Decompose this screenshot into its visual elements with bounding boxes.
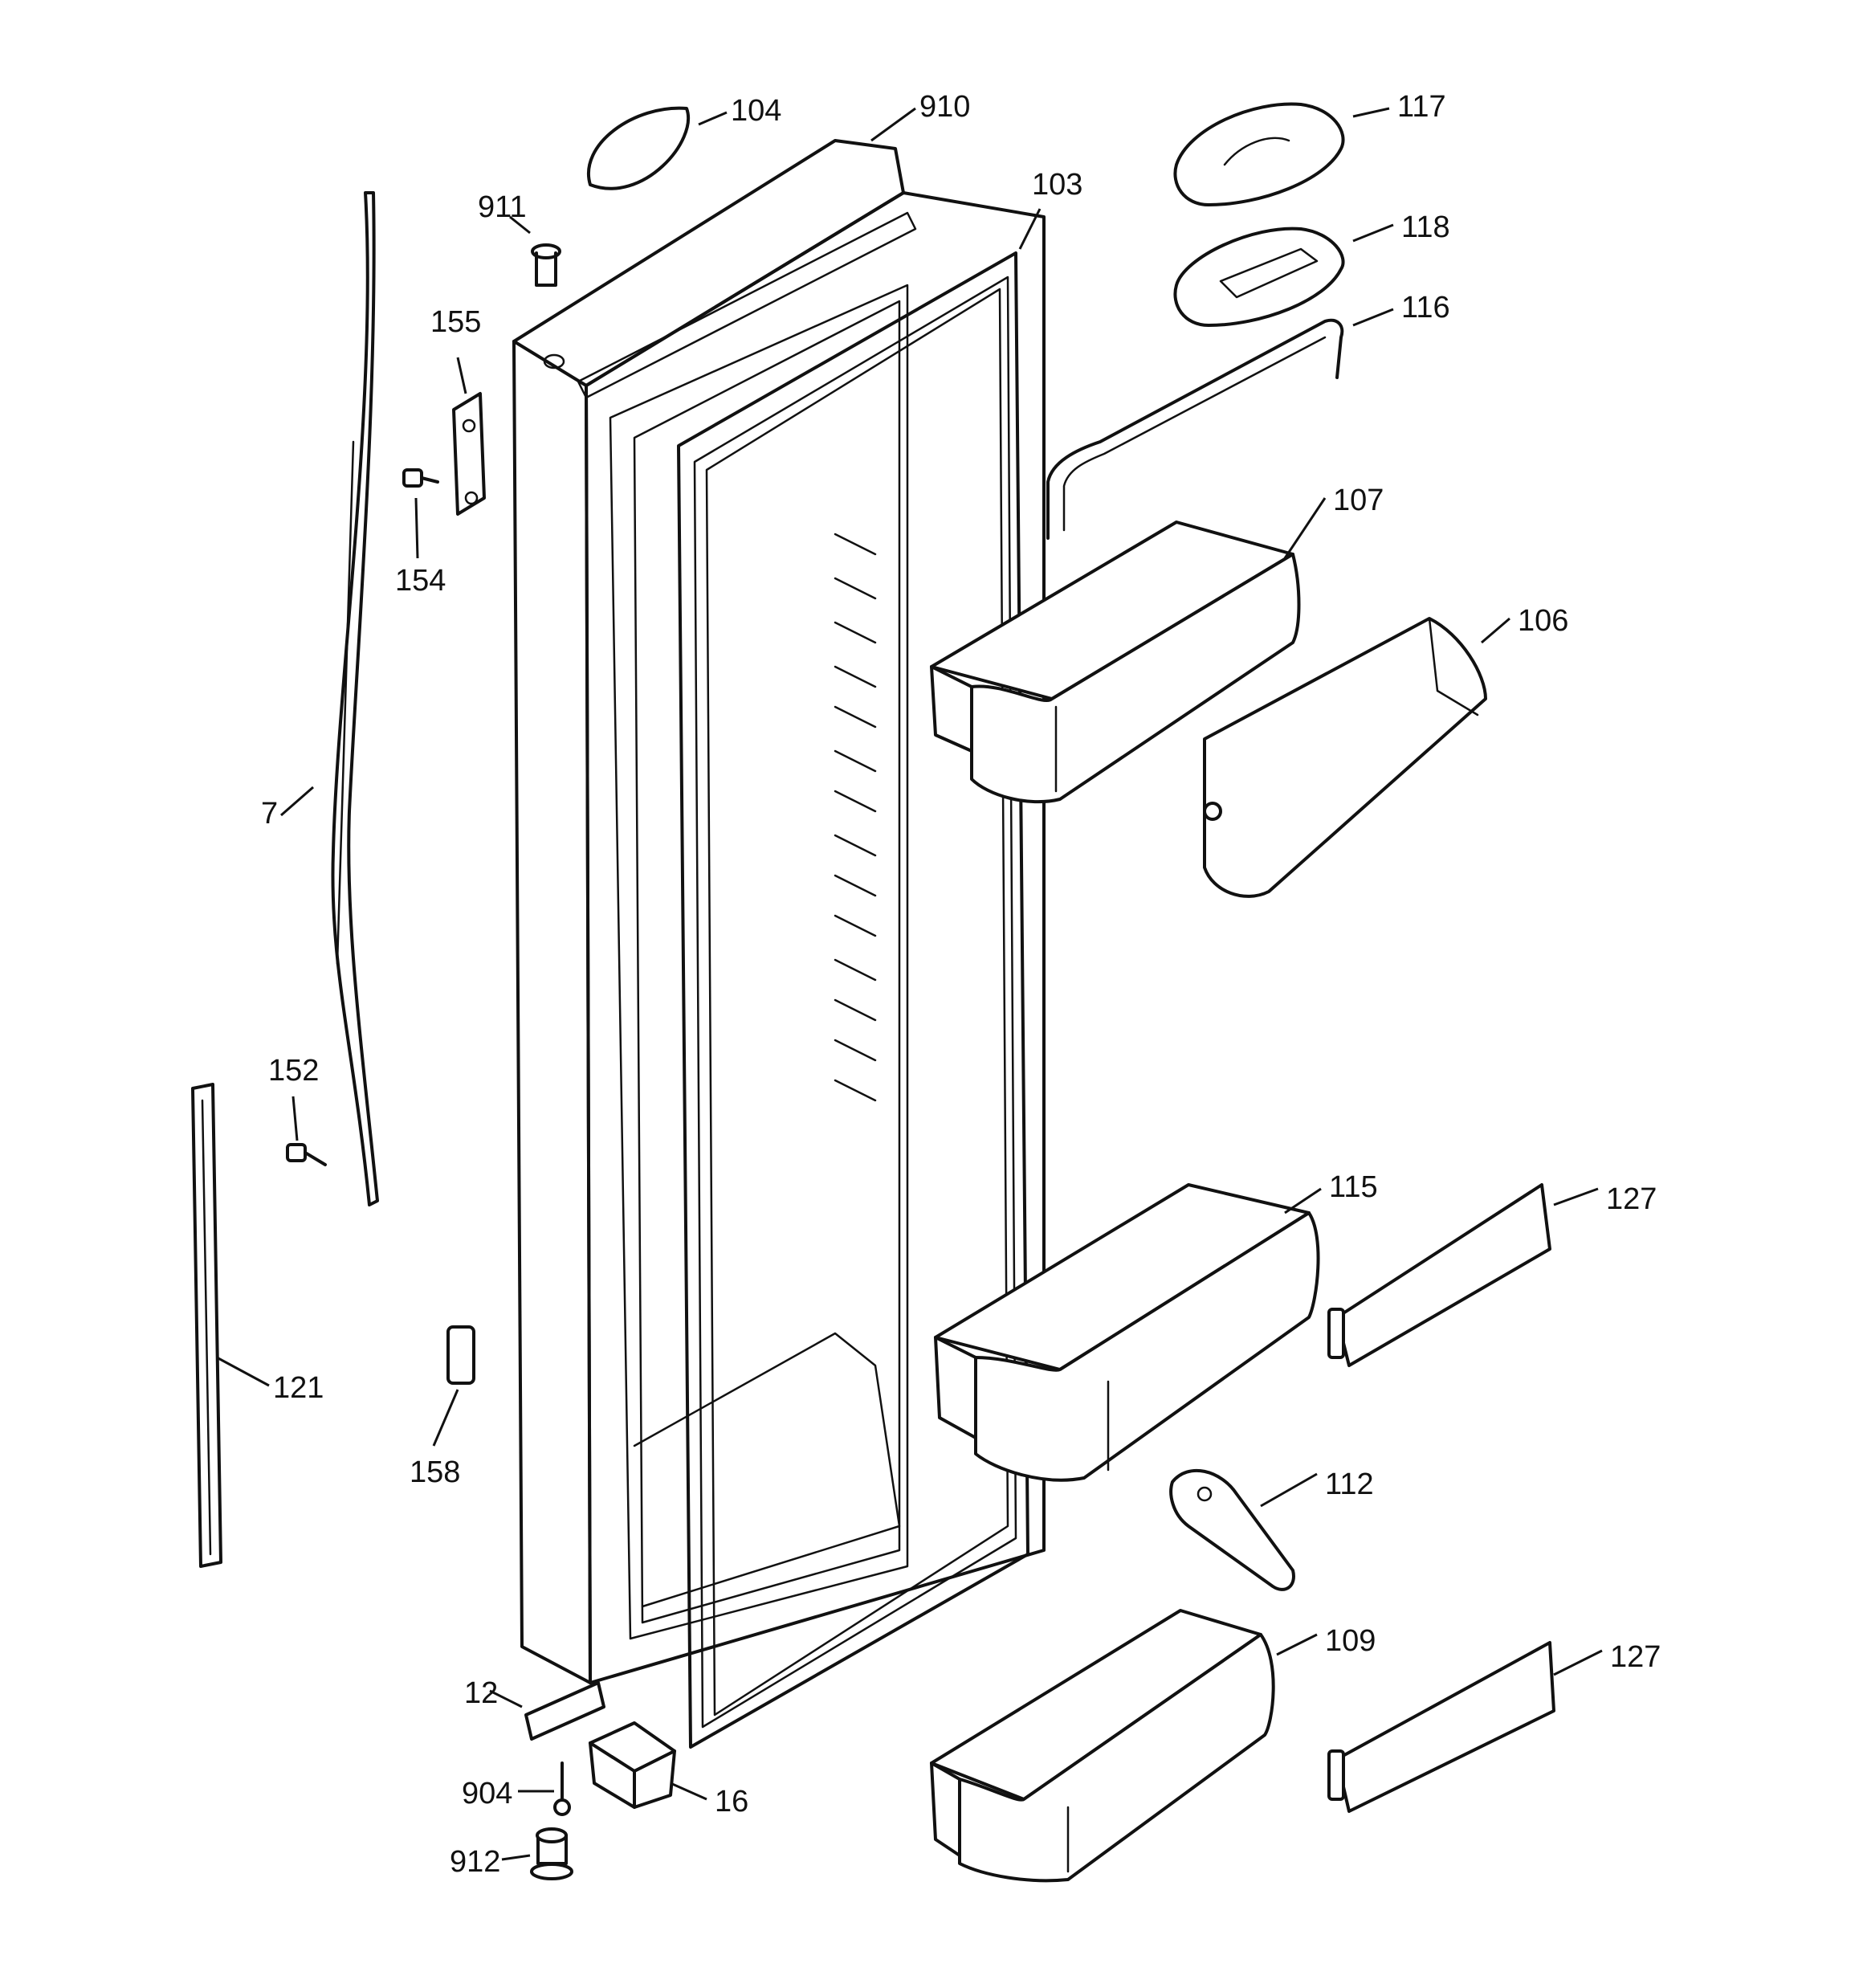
- dairy-cover: [1173, 102, 1345, 206]
- dairy-bin: [1173, 227, 1345, 327]
- upper-shelf: [930, 520, 1301, 804]
- label-912: 912: [450, 1845, 500, 1879]
- label-7: 7: [261, 797, 278, 831]
- label-12: 12: [464, 1676, 498, 1710]
- label-155: 155: [430, 305, 481, 339]
- upper-hinge-plate: [452, 392, 486, 516]
- label-103: 103: [1032, 168, 1082, 202]
- handle-screw: [286, 1143, 327, 1166]
- label-115: 115: [1329, 1170, 1378, 1204]
- door-gasket: [677, 251, 1029, 1749]
- label-112: 112: [1325, 1468, 1374, 1501]
- label-904: 904: [462, 1777, 512, 1810]
- leader-lines: [216, 107, 1603, 1861]
- label-127-upper: 127: [1606, 1182, 1657, 1216]
- door-stop: [446, 1325, 475, 1385]
- middle-bin: [934, 1183, 1320, 1482]
- lower-hinge-block: [589, 1721, 676, 1809]
- label-121: 121: [273, 1371, 324, 1405]
- lower-bracket: [524, 1681, 605, 1741]
- label-910: 910: [919, 90, 970, 124]
- label-16: 16: [715, 1785, 748, 1819]
- upper-shelf-front: [1203, 617, 1487, 898]
- dairy-rail: [1046, 318, 1344, 540]
- lower-bin-front: [1327, 1641, 1555, 1813]
- upper-bushing: [531, 243, 561, 287]
- shelf-clips: [834, 533, 877, 1102]
- label-106: 106: [1518, 604, 1568, 638]
- label-117: 117: [1397, 90, 1446, 124]
- label-116: 116: [1401, 291, 1450, 325]
- label-107: 107: [1333, 484, 1384, 517]
- label-911: 911: [478, 190, 527, 224]
- label-127-lower: 127: [1610, 1640, 1661, 1674]
- lower-bushing: [530, 1827, 573, 1880]
- door-top-cap: [587, 106, 690, 190]
- label-109: 109: [1325, 1624, 1376, 1658]
- handle-trim: [191, 1083, 222, 1568]
- label-118: 118: [1401, 210, 1450, 244]
- lower-bin: [930, 1609, 1275, 1883]
- handle: [331, 191, 379, 1206]
- bin-divider: [1169, 1468, 1295, 1591]
- door-frame: [512, 139, 1046, 1684]
- lower-screw: [553, 1761, 571, 1816]
- label-104: 104: [731, 94, 781, 128]
- label-152: 152: [268, 1054, 319, 1088]
- part-labels: 104 910 103 911 155 154 7 152 121 158 12…: [261, 90, 1661, 1879]
- label-154: 154: [395, 564, 446, 598]
- label-158: 158: [410, 1455, 460, 1489]
- middle-bin-front: [1327, 1183, 1551, 1367]
- door-lower-shelf: [633, 1332, 901, 1608]
- hinge-screw-upper: [402, 468, 439, 488]
